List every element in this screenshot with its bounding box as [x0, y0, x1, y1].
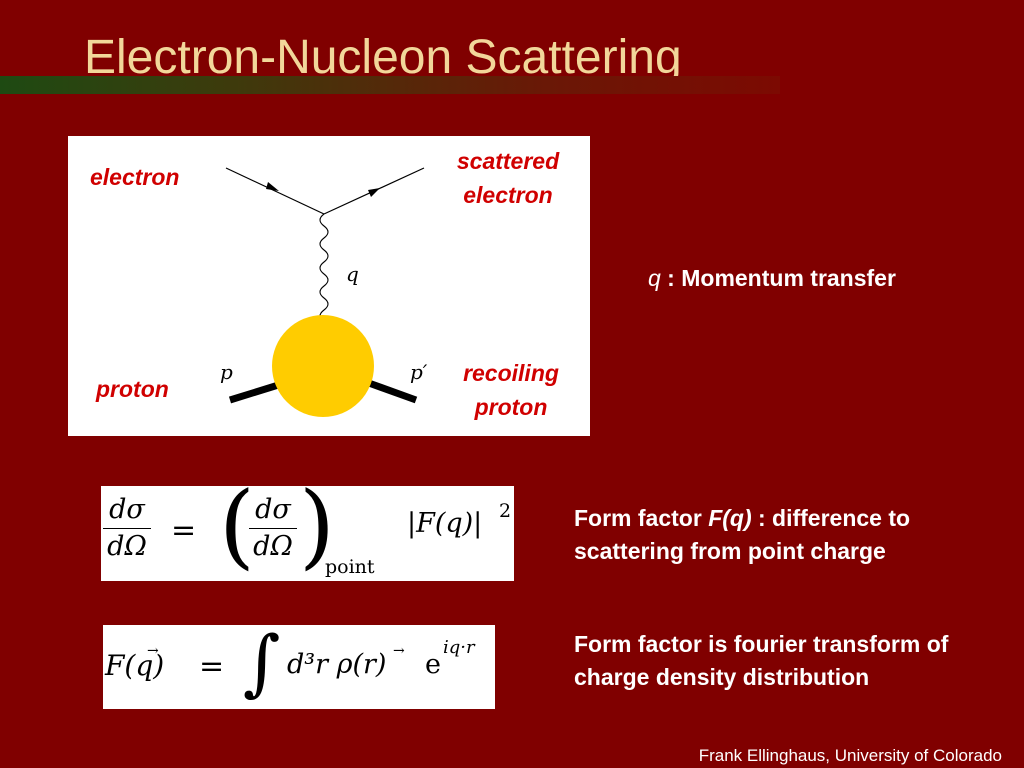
formula1-rhs-denominator: dΩ: [253, 531, 293, 562]
formula1-rhs-bar: [249, 528, 297, 529]
formula2-exp-power: iq·r: [443, 637, 475, 658]
fourier-formula: F(q) → = ∫ d³r ρ(r) → e iq·r: [103, 620, 495, 709]
proton-label: proton: [96, 376, 169, 402]
formula1-lhs-fraction: dσ dΩ: [103, 492, 151, 565]
scattered-electron-label: scattered electron: [456, 148, 560, 208]
formula1-point-subscript: point: [325, 556, 375, 578]
feynman-diagram: electron scattered electron proton recoi…: [68, 136, 590, 436]
momentum-q: q: [648, 265, 661, 291]
slide-title: Electron-Nucleon Scattering: [84, 31, 682, 84]
title-underline-bar: [0, 76, 780, 94]
formula1-exponent: 2: [499, 500, 512, 522]
formula2-r-arrow: →: [393, 643, 405, 659]
formula2-integral-sign: ∫: [243, 620, 281, 704]
formula1-lhs-numerator: dσ: [109, 494, 145, 525]
formula2-equals: =: [199, 649, 225, 684]
formula2-exp-base: e: [425, 649, 441, 680]
momentum-text: : Momentum transfer: [660, 265, 896, 291]
momentum-transfer-note: q : Momentum transfer: [648, 262, 896, 295]
slide-footer: Frank Ellinghaus, University of Colorado: [698, 746, 1002, 765]
p-symbol: p: [220, 360, 233, 384]
incoming-electron-line: [225, 167, 325, 215]
formula1-right-paren: ): [299, 472, 335, 579]
recoiling-proton-line: [364, 378, 418, 404]
formula1-lhs-denominator: dΩ: [107, 531, 147, 562]
form-factor-prefix: Form factor: [574, 505, 709, 531]
formula1-form-factor: |F(q)|: [407, 508, 483, 539]
electron-label: electron: [90, 164, 180, 190]
recoiling-proton-label: recoiling proton: [463, 360, 559, 420]
form-factor-fq: F(q): [708, 505, 752, 531]
form-factor-suffix: : difference to scattering from point ch…: [574, 505, 911, 564]
formula2-integrand: d³r ρ(r): [287, 649, 387, 680]
formula1-equals: =: [171, 513, 197, 548]
formula1-rhs-numerator: dσ: [255, 494, 291, 525]
cross-section-formula: dσ dΩ = ( dσ dΩ ) point |F(q)| 2: [101, 480, 514, 581]
fourier-description: Form factor is fourier transform of char…: [574, 631, 949, 690]
formula2-q-arrow: →: [147, 643, 159, 659]
q-symbol: q: [346, 262, 359, 286]
formula2-lhs: F(q): [105, 649, 165, 682]
feynman-diagram-graphic: [225, 167, 425, 417]
virtual-photon-line: [319, 213, 329, 333]
formula1-lhs-bar: [103, 528, 151, 529]
scattered-electron-arrow: [368, 188, 380, 197]
incoming-electron-arrow: [266, 182, 279, 191]
formula1-rhs-fraction: dσ dΩ: [249, 492, 297, 565]
p-prime-symbol: p′: [410, 360, 428, 384]
formula1-left-paren: (: [219, 472, 255, 579]
nucleon-blob: [272, 315, 374, 417]
form-factor-description: Form factor F(q) : difference to scatter…: [574, 502, 1004, 568]
